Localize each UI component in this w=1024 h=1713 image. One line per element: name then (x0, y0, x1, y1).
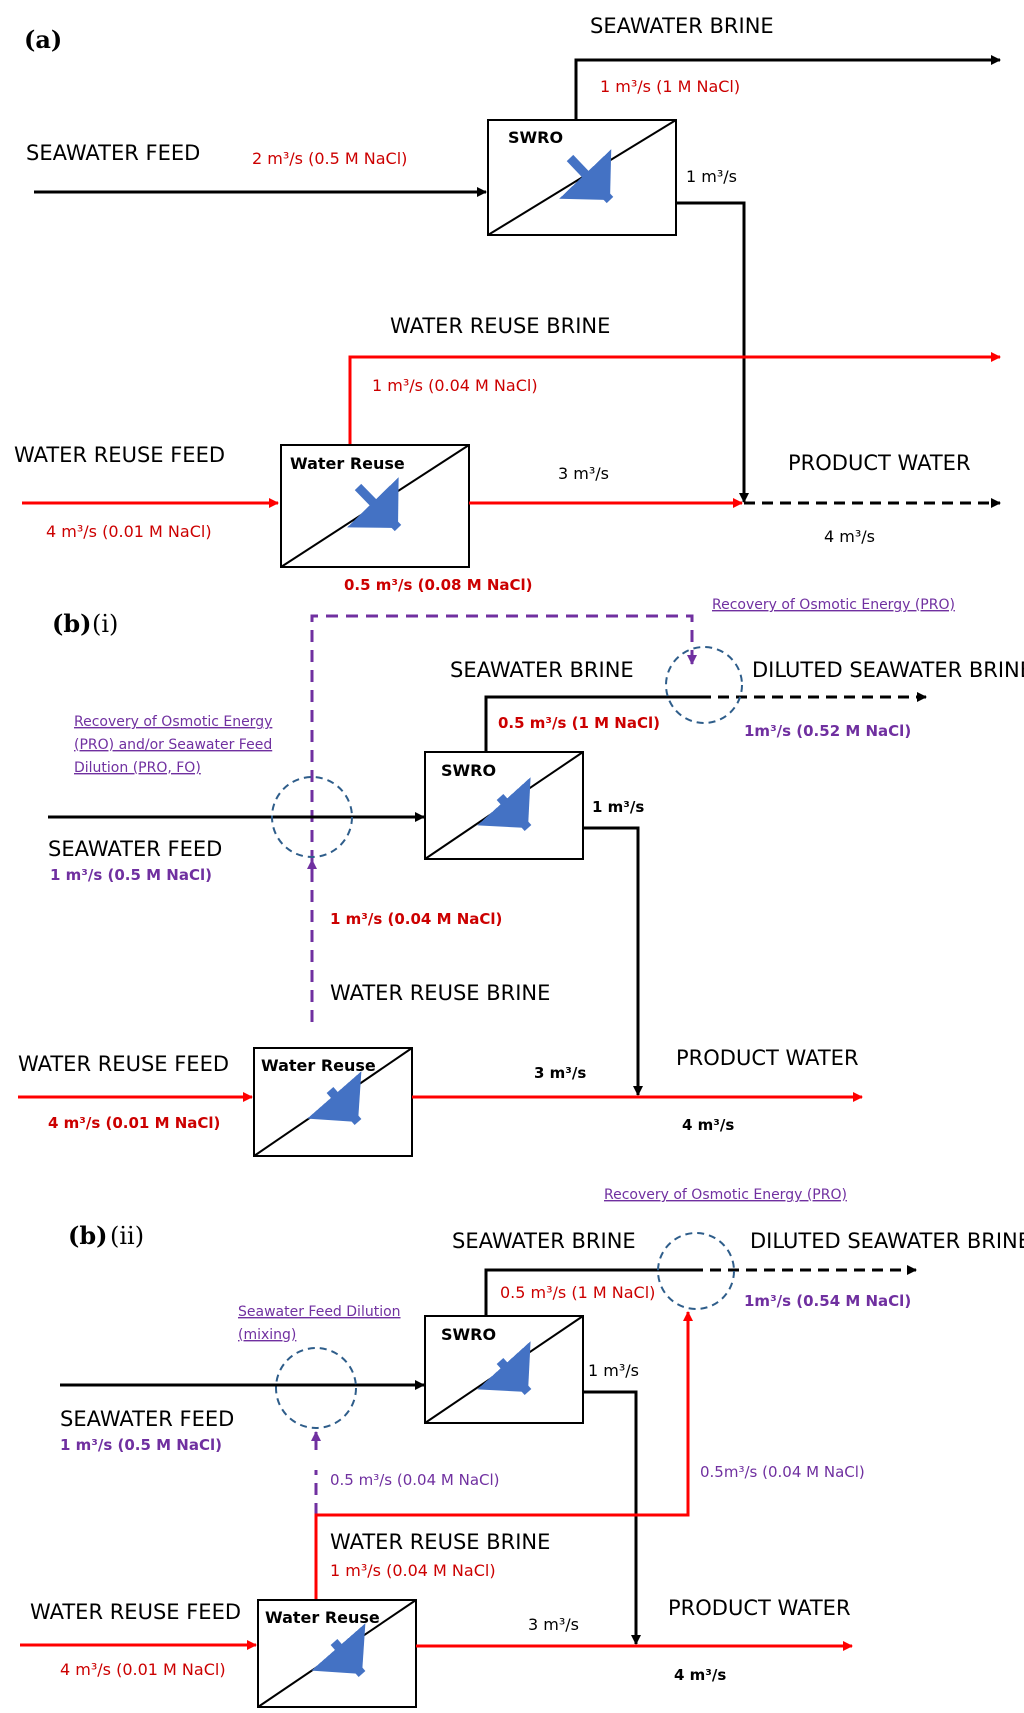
water-reuse-feed-label: WATER REUSE FEED (30, 1600, 241, 1624)
membrane-arrow-icon (311, 1623, 366, 1677)
product-water-label: PRODUCT WATER (668, 1596, 851, 1620)
panel-b-i-roman: (i) (92, 610, 118, 638)
water-reuse-brine-line (348, 352, 1001, 445)
seawater-feed-label: SEAWATER FEED (26, 141, 200, 165)
split-flow-right: 0.5m³/s (0.04 M NaCl) (700, 1463, 865, 1481)
swro-label: SWRO (441, 761, 496, 780)
swro-label: SWRO (441, 1325, 496, 1344)
swro-permeate-flow: 1 m³/s (592, 798, 644, 816)
water-reuse-feed-flow: 4 m³/s (0.01 M NaCl) (60, 1660, 226, 1679)
panel-a: (a) SEAWATER FEED 2 m³/s (0.5 M NaCl) SW… (14, 14, 1001, 594)
water-reuse-brine-label: WATER REUSE BRINE (330, 1530, 550, 1554)
product-water-flow: 4 m³/s (674, 1666, 726, 1684)
seawater-feed-flow: 1 m³/s (0.5 M NaCl) (60, 1436, 222, 1454)
membrane-arrow-icon (307, 1071, 362, 1125)
pro-mixing-circle (665, 646, 743, 724)
diluted-brine-label: DILUTED SEAWATER BRINE (752, 658, 1024, 682)
panel-b-i-label: (b) (52, 609, 92, 638)
diluted-flow: 1m³/s (0.52 M NaCl) (744, 722, 911, 740)
swro-permeate-flow: 1 m³/s (686, 167, 737, 186)
seawater-brine-label: SEAWATER BRINE (450, 658, 634, 682)
water-reuse-label: Water Reuse (265, 1608, 380, 1627)
annotation-line-1: Seawater Feed Dilution (238, 1304, 401, 1320)
water-reuse-label: Water Reuse (290, 454, 405, 473)
water-reuse-brine-flow: 1 m³/s (0.04 M NaCl) (372, 376, 538, 395)
bottom-note: 0.5 m³/s (0.08 M NaCl) (344, 576, 533, 594)
pro-recovery-annotation: Recovery of Osmotic Energy (PRO) (604, 1187, 847, 1203)
seawater-brine-label: SEAWATER BRINE (590, 14, 774, 38)
seawater-feed-flow: 2 m³/s (0.5 M NaCl) (252, 149, 407, 168)
diluted-brine-label: DILUTED SEAWATER BRINE (750, 1229, 1024, 1253)
dilution-circle (275, 1347, 357, 1429)
seawater-brine-line (574, 55, 1001, 120)
pro-mixing-circle (657, 1232, 735, 1310)
pro-loop-line (310, 614, 694, 1022)
water-reuse-label: Water Reuse (261, 1056, 376, 1075)
reuse-permeate-flow: 3 m³/s (534, 1064, 586, 1082)
membrane-arrow-icon (559, 149, 614, 204)
water-reuse-feed-label: WATER REUSE FEED (18, 1052, 229, 1076)
water-reuse-brine-label: WATER REUSE BRINE (330, 981, 550, 1005)
swro-label: SWRO (508, 128, 563, 147)
panel-b-ii-roman: (ii) (110, 1222, 144, 1250)
reuse-permeate-flow: 3 m³/s (528, 1615, 579, 1634)
seawater-brine-line (484, 1268, 692, 1316)
product-water-label: PRODUCT WATER (676, 1046, 859, 1070)
swro-permeate-line (583, 826, 643, 1096)
split-flow-left: 0.5 m³/s (0.04 M NaCl) (330, 1471, 500, 1489)
product-water-flow: 4 m³/s (824, 527, 875, 546)
swro-permeate-line (583, 1390, 641, 1645)
water-reuse-feed-flow: 4 m³/s (0.01 M NaCl) (46, 522, 212, 541)
panel-b-i: (b) (i) Recovery of Osmotic Energy (PRO)… (18, 597, 1024, 1157)
reuse-permeate-flow: 3 m³/s (558, 464, 609, 483)
pro-brine-line (314, 1311, 693, 1600)
seawater-feed-flow: 1 m³/s (0.5 M NaCl) (50, 866, 212, 884)
water-reuse-brine-label: WATER REUSE BRINE (390, 314, 610, 338)
panel-a-label: (a) (24, 25, 62, 54)
reuse-brine-flow: 1 m³/s (0.04 M NaCl) (330, 910, 502, 928)
seawater-brine-label: SEAWATER BRINE (452, 1229, 636, 1253)
swro-permeate-flow: 1 m³/s (588, 1361, 639, 1380)
seawater-brine-flow: 1 m³/s (1 M NaCl) (600, 77, 740, 96)
product-water-flow: 4 m³/s (682, 1116, 734, 1134)
seawater-feed-label: SEAWATER FEED (60, 1407, 234, 1431)
brine-flow: 0.5 m³/s (1 M NaCl) (498, 714, 660, 732)
water-reuse-feed-flow: 4 m³/s (0.01 M NaCl) (48, 1114, 220, 1132)
water-reuse-feed-label: WATER REUSE FEED (14, 443, 225, 467)
panel-b-ii-label: (b) (68, 1221, 108, 1250)
dilution-circle (271, 776, 353, 858)
membrane-arrow-icon (347, 477, 402, 532)
diluted-flow: 1m³/s (0.54 M NaCl) (744, 1292, 911, 1310)
membrane-arrow-icon (477, 777, 532, 832)
annotation-line-2: (PRO) and/or Seawater Feed (74, 737, 272, 753)
seawater-feed-label: SEAWATER FEED (48, 837, 222, 861)
reuse-brine-flow: 1 m³/s (0.04 M NaCl) (330, 1561, 496, 1580)
annotation-line-2: (mixing) (238, 1327, 296, 1343)
panel-b-ii: (b) (ii) Recovery of Osmotic Energy (PRO… (20, 1187, 1024, 1708)
brine-flow: 0.5 m³/s (1 M NaCl) (500, 1283, 655, 1302)
annotation-line-3: Dilution (PRO, FO) (74, 760, 201, 776)
swro-permeate-line (676, 201, 749, 503)
membrane-arrow-icon (477, 1341, 532, 1396)
pro-recovery-annotation: Recovery of Osmotic Energy (PRO) (712, 597, 955, 613)
seawater-brine-line (484, 695, 700, 752)
product-water-label: PRODUCT WATER (788, 451, 971, 475)
annotation-line-1: Recovery of Osmotic Energy (74, 714, 272, 730)
